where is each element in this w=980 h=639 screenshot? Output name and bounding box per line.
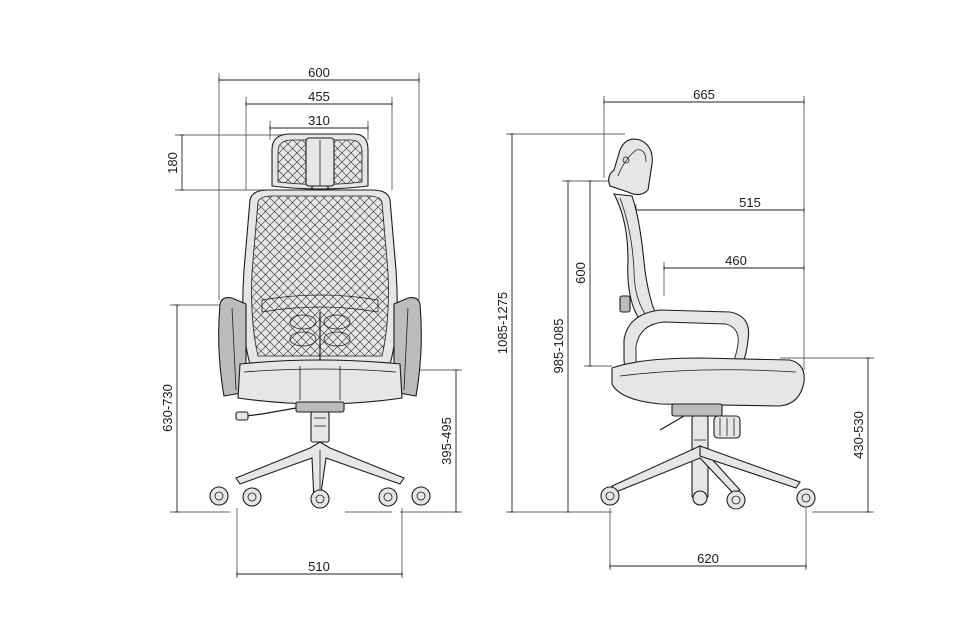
side-seat-depth-label: 460 bbox=[725, 253, 747, 268]
side-extension-lines bbox=[506, 96, 874, 570]
side-chair-drawing bbox=[600, 138, 816, 510]
side-base-depth-label: 620 bbox=[697, 551, 719, 566]
front-headrest-height-label: 180 bbox=[165, 152, 180, 174]
side-headrest-top-height-label: 985-1085 bbox=[551, 319, 566, 374]
front-base-width-label: 510 bbox=[308, 559, 330, 574]
front-back-width-label: 455 bbox=[308, 89, 330, 104]
side-view: 665 515 460 600 1085-1275 985-1085 430-5… bbox=[495, 87, 874, 570]
side-back-to-front-depth-label: 515 bbox=[739, 195, 761, 210]
side-overall-height-label: 1085-1275 bbox=[495, 292, 510, 354]
front-headrest-width-label: 310 bbox=[308, 113, 330, 128]
front-dimension-lines bbox=[174, 77, 459, 577]
side-overall-depth-label: 665 bbox=[693, 87, 715, 102]
front-lumbar-loops bbox=[289, 312, 351, 360]
front-view: 600 455 310 180 630-730 395-495 510 bbox=[160, 65, 462, 578]
front-casters bbox=[209, 486, 431, 509]
front-armrest-height-label: 630-730 bbox=[160, 384, 175, 432]
side-casters bbox=[600, 486, 816, 510]
side-dimension-lines bbox=[509, 99, 871, 569]
front-overall-width-label: 600 bbox=[308, 65, 330, 80]
front-chair-drawing bbox=[209, 133, 431, 509]
side-seat-height-label: 430-530 bbox=[851, 411, 866, 459]
front-seat-height-label: 395-495 bbox=[439, 417, 454, 465]
side-backrest-height-label: 600 bbox=[573, 262, 588, 284]
